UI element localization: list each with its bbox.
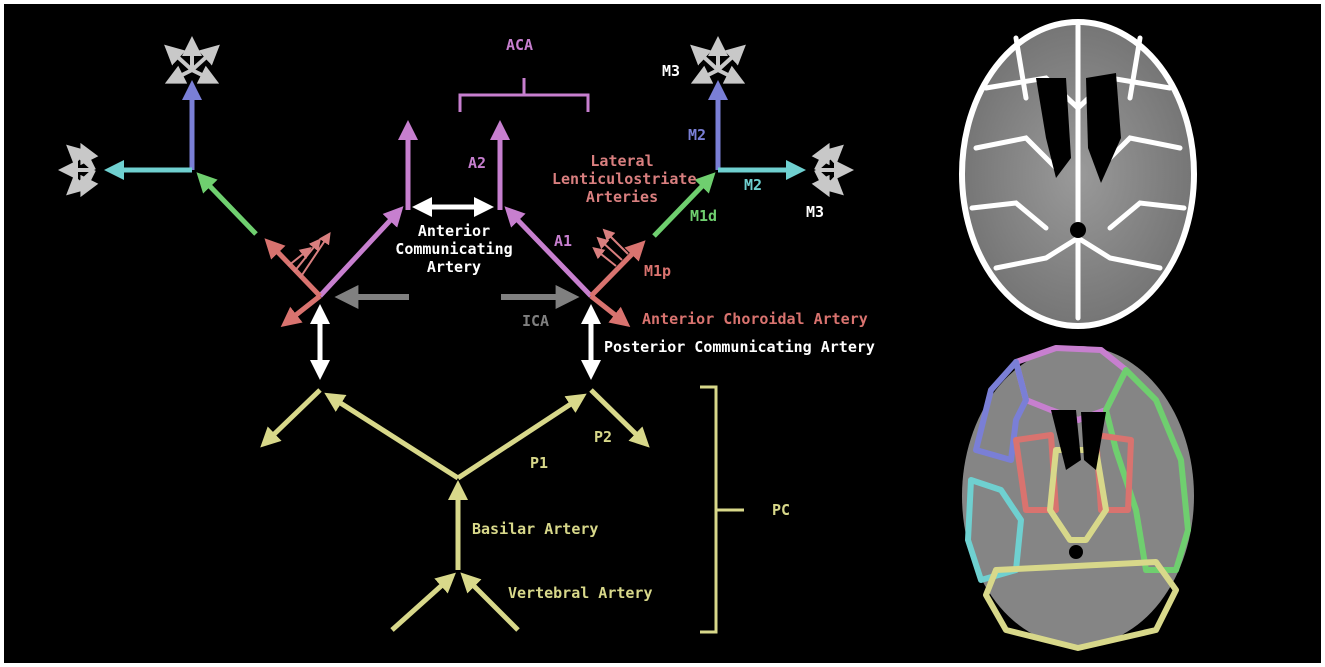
- brain-territory-overlay-image: [962, 345, 1194, 651]
- label-basilar: Basilar Artery: [472, 520, 599, 538]
- label-a2: A2: [468, 154, 487, 172]
- label-lateral-lenticulostriate: Lateral Lenticulostriate Arteries: [552, 152, 697, 206]
- left-aca-branch: [318, 120, 418, 298]
- label-pc: PC: [772, 501, 791, 519]
- left-m1p-segment: [264, 238, 322, 327]
- aca-bracket: [458, 78, 590, 112]
- right-m3-top-branches: [690, 36, 746, 84]
- left-m1d-segment: [196, 172, 258, 236]
- right-m1p-segment: [589, 240, 646, 327]
- label-anterior-communicating: Anterior Communicating Artery: [395, 222, 513, 276]
- pc-bracket: [700, 385, 744, 634]
- brain-vessel-mask-image: [959, 19, 1197, 329]
- label-m2-horizontal: M2: [744, 176, 763, 194]
- left-lenticulostriate-arrows: [287, 232, 331, 279]
- artery-diagram: [58, 36, 854, 634]
- right-aca-branch: [490, 120, 593, 298]
- label-anterior-choroidal: Anterior Choroidal Artery: [642, 310, 868, 328]
- label-vertebral: Vertebral Artery: [508, 584, 653, 602]
- label-p1: P1: [530, 454, 549, 472]
- left-m3-top-branches: [164, 36, 220, 84]
- label-aca: ACA: [506, 36, 534, 54]
- right-m3-side-branches: [811, 142, 854, 198]
- label-m2-vertical: M2: [688, 126, 707, 144]
- right-lenticulostriate-arrows: [592, 228, 629, 267]
- label-m3-top: M3: [662, 62, 681, 80]
- figure-frame: ACA A2 A1 Lateral Lenticulostriate Arter…: [4, 4, 1321, 663]
- label-m1p: M1p: [644, 262, 672, 280]
- label-ica: ICA: [522, 312, 550, 330]
- label-m1d: M1d: [690, 207, 718, 225]
- right-m1d-segment: [652, 172, 716, 238]
- label-p2: P2: [594, 428, 613, 446]
- label-a1: A1: [554, 232, 573, 250]
- left-m3-side-branches: [58, 142, 99, 198]
- label-m3-right: M3: [806, 203, 825, 221]
- posterior-circulation: [260, 388, 650, 632]
- label-posterior-communicating: Posterior Communicating Artery: [604, 338, 875, 356]
